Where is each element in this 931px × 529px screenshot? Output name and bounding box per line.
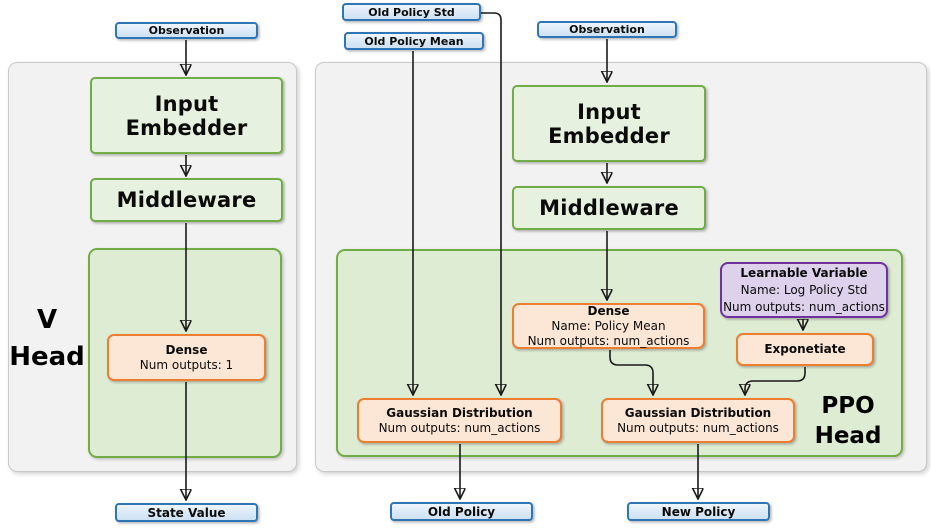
exponentiate-label: Exponetiate: [764, 342, 846, 356]
gaussian-distribution-new-node: Gaussian Distribution Num outputs: num_a…: [601, 398, 795, 443]
observation-left-label: Observation: [148, 24, 225, 37]
old-policy-mean-input: Old Policy Mean: [344, 32, 484, 50]
v-head-label-line1: V: [36, 305, 58, 335]
learnable-variable-node: Learnable Variable Name: Log Policy Std …: [720, 262, 888, 318]
old-policy-output: Old Policy: [390, 502, 533, 521]
state-value-label: State Value: [147, 505, 226, 520]
old-policy-std-label: Old Policy Std: [368, 5, 455, 19]
old-policy-mean-label: Old Policy Mean: [364, 34, 464, 48]
gaussian-old-outputs: Num outputs: num_actions: [378, 420, 541, 435]
old-policy-label: Old Policy: [427, 504, 496, 519]
input-embedder-left: Input Embedder: [90, 77, 283, 154]
new-policy-output: New Policy: [627, 502, 770, 521]
gaussian-distribution-old-node: Gaussian Distribution Num outputs: num_a…: [357, 398, 562, 443]
dense-policy-mean-name: Name: Policy Mean: [551, 318, 666, 333]
state-value-output: State Value: [115, 503, 258, 522]
ppo-head-label: PPO Head: [798, 390, 898, 452]
middleware-left: Middleware: [90, 178, 283, 222]
v-head-label-line2: Head: [9, 342, 85, 372]
gaussian-new-title: Gaussian Distribution: [624, 405, 772, 420]
middleware-right: Middleware: [512, 186, 706, 230]
ppo-head-label-line1: PPO: [821, 393, 875, 419]
ppo-head-label-line2: Head: [814, 423, 882, 449]
gaussian-old-title: Gaussian Distribution: [386, 405, 533, 420]
input-embedder-right-label: Input Embedder: [548, 99, 670, 148]
observation-right-label: Observation: [569, 23, 645, 36]
learnable-variable-outputs: Num outputs: num_actions: [723, 299, 885, 314]
middleware-left-label: Middleware: [116, 188, 257, 212]
new-policy-label: New Policy: [661, 504, 736, 519]
exponentiate-node: Exponetiate: [736, 333, 874, 366]
learnable-variable-name: Name: Log Policy Std: [740, 282, 868, 297]
observation-input-right: Observation: [537, 21, 677, 38]
v-head-label: V Head: [9, 300, 85, 378]
gaussian-new-outputs: Num outputs: num_actions: [617, 420, 779, 435]
old-policy-std-input: Old Policy Std: [342, 3, 481, 21]
dense-policy-mean-title: Dense: [587, 303, 630, 318]
learnable-variable-title: Learnable Variable: [740, 265, 868, 280]
observation-input-left: Observation: [115, 22, 258, 39]
dense-v-outputs: Num outputs: 1: [139, 357, 234, 372]
input-embedder-right: Input Embedder: [512, 85, 706, 162]
dense-v-node: Dense Num outputs: 1: [107, 334, 266, 381]
dense-policy-mean-outputs: Num outputs: num_actions: [527, 333, 690, 348]
middleware-right-label: Middleware: [539, 196, 679, 220]
dense-v-title: Dense: [165, 342, 208, 357]
input-embedder-left-label: Input Embedder: [125, 91, 248, 140]
dense-policy-mean-node: Dense Name: Policy Mean Num outputs: num…: [512, 303, 705, 349]
